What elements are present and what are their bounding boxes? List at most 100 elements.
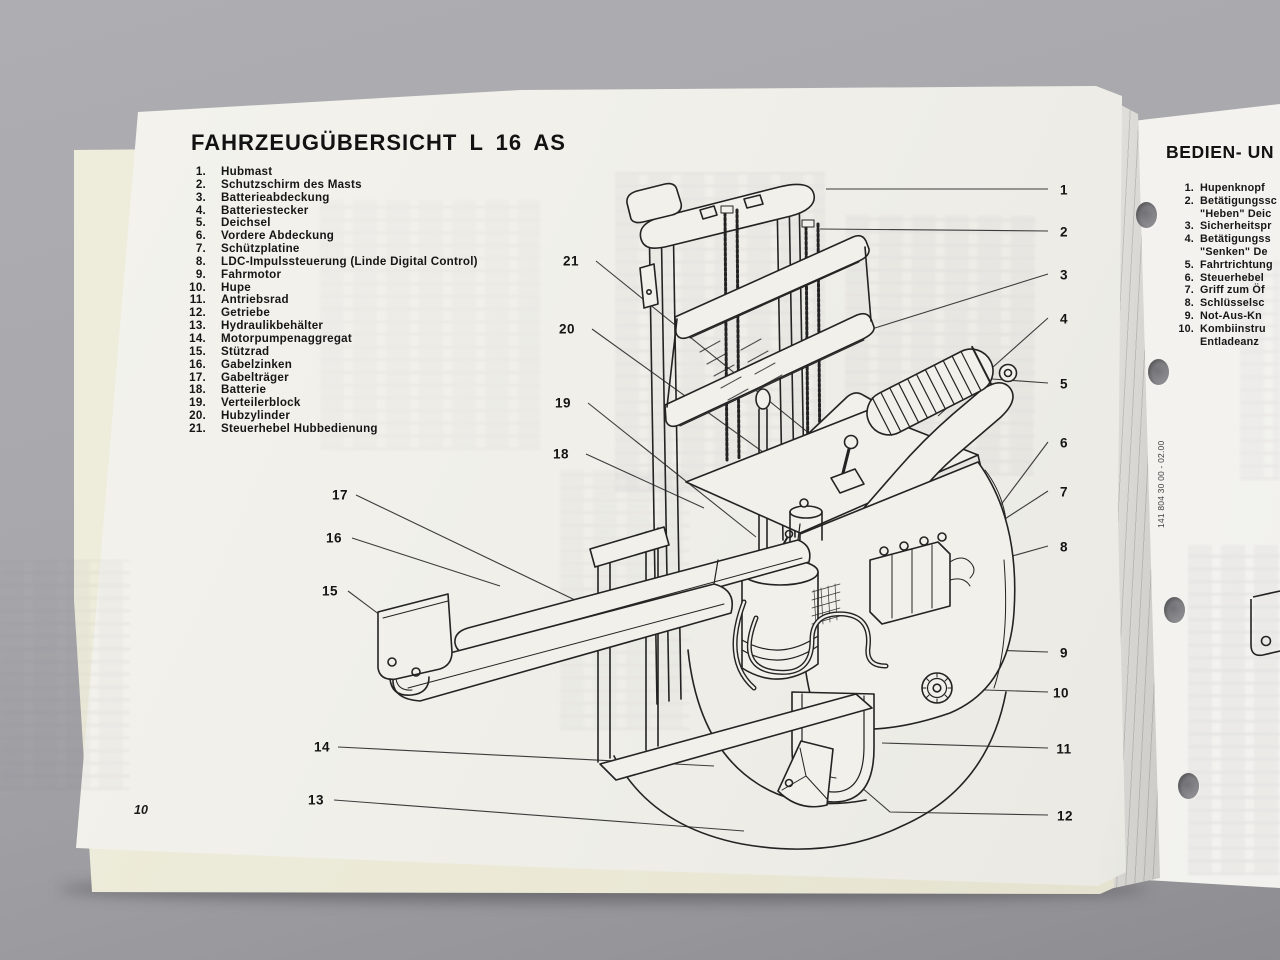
part-label: Gabelzinken	[221, 357, 293, 371]
part-number: 15.	[189, 344, 206, 358]
part-label: Verteilerblock	[221, 396, 301, 410]
part-number: 10.	[189, 280, 206, 294]
part-label: Batterie	[221, 383, 267, 397]
callout-number: 3	[1059, 267, 1069, 283]
part-number: 20.	[189, 409, 206, 423]
part-number: 5.	[195, 216, 206, 230]
right-list-text: Sicherheitspr	[1200, 220, 1272, 233]
callout-number: 21	[562, 253, 580, 269]
part-label: Deichsel	[221, 216, 271, 230]
hole-punch	[1178, 773, 1199, 799]
callout-number: 5	[1059, 376, 1069, 392]
part-row: 15. Stützrad	[170, 344, 600, 359]
part-row: 3. Batterieabdeckung	[170, 190, 600, 205]
right-list-number: 9.	[1184, 309, 1194, 322]
part-row: 12. Getriebe	[170, 306, 600, 320]
part-label: Antriebsrad	[221, 293, 289, 307]
callout-number: 1	[1059, 182, 1069, 198]
part-number: 6.	[195, 229, 206, 243]
right-list-number: 4.	[1184, 233, 1194, 246]
part-row: 20. Hubzylinder	[170, 409, 600, 423]
hole-punch	[1148, 359, 1169, 385]
right-list-row: 6. Steuerhebel	[1172, 272, 1280, 285]
hole-punch	[1164, 597, 1185, 623]
right-list-row: 1. Hupenknopf	[1172, 182, 1280, 195]
part-row: 1. Hubmast	[170, 165, 600, 179]
part-number: 17.	[189, 370, 206, 384]
part-row: 2. Schutzschirm des Masts	[170, 177, 600, 192]
part-row: 9. Fahrmotor	[170, 267, 600, 282]
right-list-text: Betätigungss "Senken" De	[1200, 233, 1271, 258]
part-row: 19. Verteilerblock	[170, 396, 600, 410]
right-list-row: 5. Fahrtrichtung	[1172, 259, 1280, 272]
part-row: 16. Gabelzinken	[170, 357, 600, 372]
part-label: Hubmast	[221, 165, 273, 178]
part-number: 14.	[189, 331, 206, 345]
part-number: 8.	[195, 254, 206, 268]
part-label: LDC-Impulssteuerung (Linde Digital Contr…	[221, 254, 478, 268]
part-number: 9.	[195, 267, 206, 281]
callout-number: 9	[1059, 645, 1069, 661]
part-label: Batterieabdeckung	[221, 190, 330, 204]
callout-number: 18	[552, 446, 570, 462]
part-number: 16.	[189, 357, 206, 371]
part-row: 11. Antriebsrad	[170, 294, 600, 307]
part-label: Steuerhebel Hubbedienung	[221, 421, 378, 435]
right-list-row: 8. Schlüsselsc	[1172, 297, 1280, 310]
part-row: 18. Batterie	[170, 383, 600, 397]
right-list-text: Griff zum Öf	[1200, 284, 1265, 297]
right-list-text: Not-Aus-Kn	[1200, 309, 1262, 322]
part-label: Schutzschirm des Masts	[221, 177, 362, 191]
right-list-number: 3.	[1184, 220, 1194, 233]
part-row: 7. Schützplatine	[170, 242, 600, 256]
part-number: 2.	[195, 177, 206, 191]
right-list-text: Steuerhebel	[1200, 271, 1265, 284]
callout-number: 6	[1059, 435, 1069, 451]
page-title: FAHRZEUGÜBERSICHT L 16 AS	[191, 130, 566, 155]
part-number: 1.	[195, 165, 206, 178]
part-row: 14. Motorpumpenaggregat	[170, 331, 600, 346]
right-list-row: 7. Griff zum Öf	[1172, 284, 1280, 297]
hole-punch	[1136, 202, 1157, 228]
right-page-list: 1. Hupenknopf 2. Betätigungssc "Heben" D…	[1172, 182, 1280, 348]
part-label: Fahrmotor	[221, 267, 282, 281]
right-list-row: 2. Betätigungssc "Heben" Deic	[1172, 195, 1280, 221]
callout-number: 16	[325, 530, 343, 546]
callout-number: 11	[1056, 741, 1072, 757]
right-list-row: 3. Sicherheitspr	[1172, 220, 1280, 233]
right-list-row: 9. Not-Aus-Kn	[1172, 310, 1280, 323]
callout-number: 7	[1059, 484, 1069, 500]
part-row: 6. Vordere Abdeckung	[170, 229, 600, 243]
right-list-number: 8.	[1184, 297, 1194, 310]
page-number: 10	[134, 803, 148, 817]
right-list-number: 5.	[1184, 258, 1194, 271]
part-label: Getriebe	[221, 306, 271, 320]
callout-number: 8	[1059, 539, 1069, 555]
part-label: Hupe	[221, 280, 251, 294]
part-label: Gabelträger	[221, 370, 289, 384]
part-row: 10. Hupe	[170, 280, 600, 295]
right-list-text: Hupenknopf	[1200, 182, 1265, 194]
callout-number: 13	[307, 792, 325, 808]
right-page-heading: BEDIEN- UN	[1166, 142, 1275, 162]
right-list-row: 10. Kombiinstru Entladeanz	[1172, 323, 1280, 349]
part-row: 5. Deichsel	[170, 217, 600, 230]
part-number: 13.	[189, 319, 206, 333]
parts-list: 1. Hubmast 2. Schutzschirm des Masts 3. …	[170, 165, 600, 436]
part-number: 19.	[189, 396, 206, 410]
right-list-text: Fahrtrichtung	[1200, 258, 1273, 271]
callout-number: 12	[1056, 808, 1074, 824]
part-row: 4. Batteriestecker	[170, 203, 600, 218]
part-label: Hydraulikbehälter	[221, 319, 324, 333]
right-list-number: 1.	[1184, 182, 1194, 194]
callout-number: 19	[554, 395, 572, 411]
part-row: 17. Gabelträger	[170, 370, 600, 385]
part-number: 7.	[195, 242, 206, 256]
right-list-text: Schlüsselsc	[1200, 297, 1265, 310]
part-number: 3.	[195, 190, 206, 204]
part-label: Batteriestecker	[221, 203, 309, 217]
right-list-number: 10.	[1178, 322, 1194, 335]
part-number: 18.	[189, 383, 206, 397]
right-list-number: 2.	[1184, 194, 1194, 207]
